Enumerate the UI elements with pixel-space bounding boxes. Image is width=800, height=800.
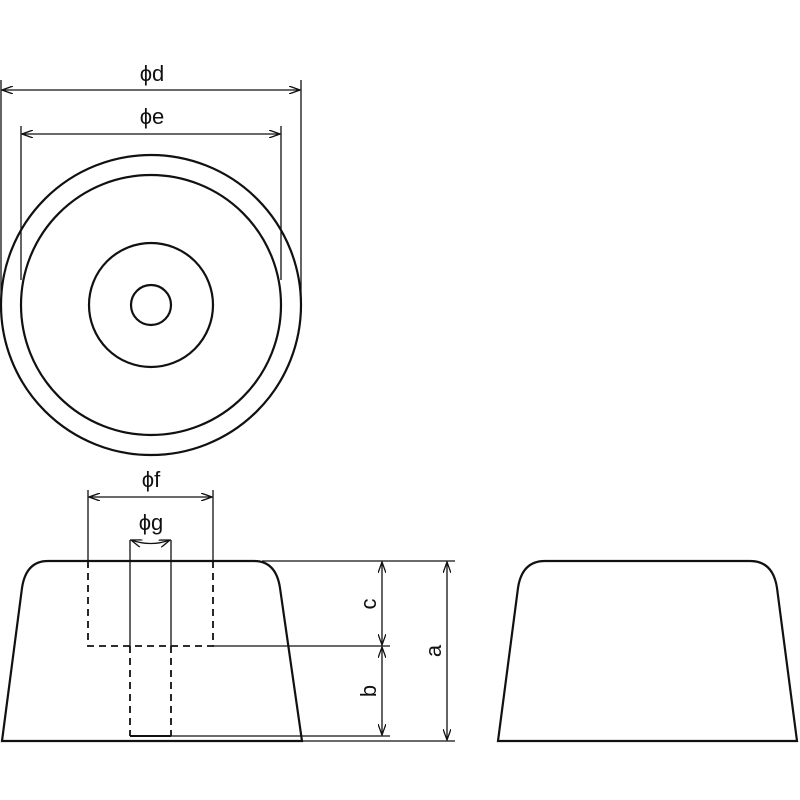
label-phi-g: ϕg: [139, 510, 164, 535]
counterbore-hidden-line: [87, 561, 214, 647]
label-b: b: [356, 685, 381, 697]
front-view: [0, 540, 304, 743]
hole-hidden-line: [129, 646, 172, 736]
front-profile: [0, 559, 304, 743]
extension-lines: [171, 560, 455, 742]
label-a: a: [421, 644, 446, 657]
outer-circle-d: [0, 153, 303, 457]
dimension-e: [20, 126, 282, 280]
side-view-profile: [496, 559, 799, 743]
dimension-g: [131, 540, 170, 544]
label-c: c: [356, 599, 381, 610]
label-phi-d: ϕd: [140, 61, 165, 86]
label-phi-e: ϕe: [140, 104, 165, 129]
dimension-f: [87, 490, 214, 561]
dimension-d: [0, 80, 302, 300]
label-phi-f: ϕf: [142, 467, 161, 492]
top-view: [0, 153, 303, 457]
top-face-circle-e: [19, 173, 283, 437]
counterbore-circle-f: [87, 241, 215, 369]
hole-circle-g: [129, 283, 173, 327]
